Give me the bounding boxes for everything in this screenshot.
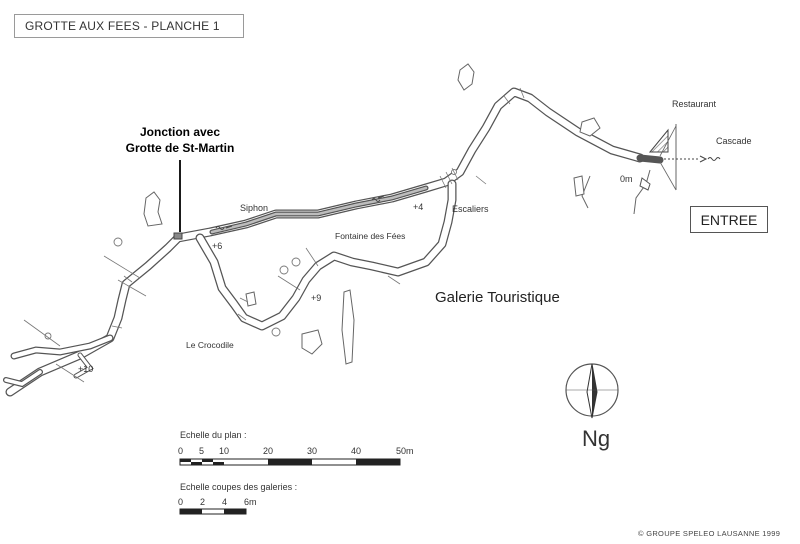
restaurant-label: Restaurant (672, 99, 717, 109)
plan-scale-tick: 40 (351, 446, 362, 456)
restaurant-building (648, 128, 669, 153)
section-scale-bar (179, 508, 247, 515)
escaliers-label: Escaliers (452, 204, 489, 214)
plan-scale-tick: 50m (396, 446, 414, 456)
cave-passage (3, 87, 664, 397)
section-scale-tick: 2 (200, 497, 206, 507)
siphon-label: Siphon (240, 203, 269, 213)
section-cuts (23, 175, 487, 383)
section-scale-tick: 6m (244, 497, 257, 507)
junction-label-line-1: Jonction avec (139, 125, 221, 139)
plan-scale-tick: 20 (263, 446, 274, 456)
plan-scale-tick: 30 (307, 446, 318, 456)
cascade-label: Cascade (716, 136, 752, 146)
map-title: GROTTE AUX FEES - PLANCHE 1 (14, 14, 244, 38)
galerie-touristique-label: Galerie Touristique (435, 289, 560, 306)
plan-scale-tick: 10 (219, 446, 230, 456)
junction-label: Jonction avec Grotte de St-Martin (118, 124, 242, 156)
copyright-notice: © GROUPE SPELEO LAUSANNE 1999 (638, 529, 781, 538)
section-markers (44, 169, 457, 340)
junction-label-line-2: Grotte de St-Martin (125, 141, 235, 155)
section-scale-tick: 4 (222, 497, 228, 507)
fontaine-label: Fontaine des Fées (335, 231, 406, 241)
section-scale-title: Echelle coupes des galeries : (180, 482, 298, 492)
plan-scale-bar (179, 458, 401, 466)
plan-scale-tick: 0 (178, 446, 184, 456)
section-scale-tick: 0 (178, 497, 184, 507)
entrance-label: ENTREE (690, 206, 768, 233)
north-arrow (565, 363, 619, 419)
plan-scale-title: Echelle du plan : (180, 430, 247, 440)
passage-details (111, 87, 525, 329)
elevation-plus-10: +10 (78, 364, 94, 374)
junction-marker (173, 232, 183, 240)
water-flow (215, 155, 721, 230)
rock-features (143, 63, 601, 365)
elevation-plus-6: +6 (212, 241, 223, 251)
zero-meter-label: 0m (620, 174, 633, 184)
elevation-plus-9: +9 (311, 293, 322, 303)
plan-scale-tick: 5 (199, 446, 205, 456)
north-label: Ng (582, 426, 611, 451)
elevation-plus-4: +4 (413, 202, 424, 212)
crocodile-label: Le Crocodile (186, 340, 234, 350)
